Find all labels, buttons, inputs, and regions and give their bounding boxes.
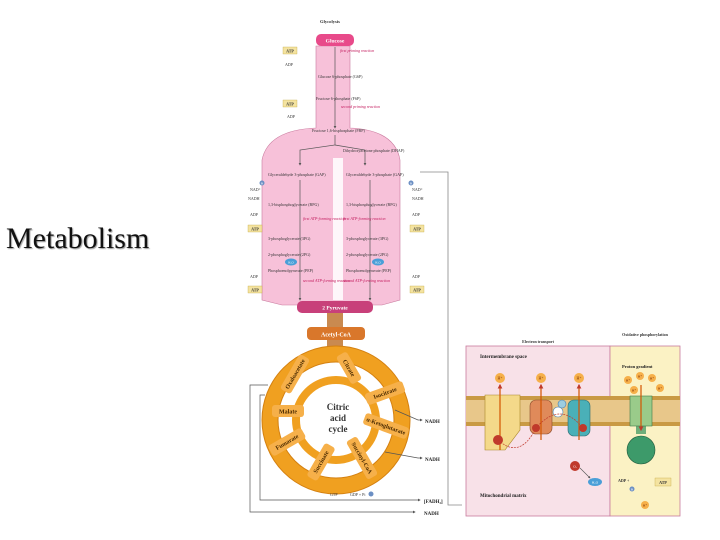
- nad-right: NAD⁺: [412, 187, 423, 192]
- glycolysis-divider: [333, 158, 343, 300]
- glycolysis-header: Glycolysis: [320, 19, 340, 24]
- nadh-cycle-2: NADH: [425, 458, 440, 463]
- adp-left-3: ADP: [250, 212, 259, 217]
- h-gradient-2: H⁺: [638, 375, 643, 379]
- pi-synthase-label: Pi: [631, 488, 634, 492]
- bpg-left-label: 1,3-bisphosphoglycerate (BPG): [268, 202, 319, 208]
- h2o-etc-label: H₂O: [592, 481, 599, 485]
- atp-right-3: ATP: [413, 227, 421, 232]
- oxidative-phosphorylation: Electron transport Oxidative phosphoryla…: [465, 332, 681, 517]
- citric-acid-cycle: Acetyl-CoA Oxaloacetate Citrate Isocitra…: [249, 313, 443, 517]
- nad-left: NAD⁺: [250, 187, 261, 192]
- atp-badge-1: [282, 46, 298, 55]
- nadh-connector: [420, 171, 462, 506]
- first-atp-note-right: first ATP-forming reaction: [343, 216, 386, 221]
- malate-label: Malate: [279, 410, 297, 416]
- bpg-right-label: 1,3-bisphosphoglycerate (BPG): [346, 202, 397, 208]
- pg2-right-label: 2-phosphoglycerate (2PG): [346, 252, 389, 257]
- atp-label-1: ATP: [286, 49, 294, 54]
- complex-i: [484, 394, 521, 451]
- pg3-left-label: 3-phosphoglycerate (3PG): [268, 236, 311, 241]
- nadh-right: NADH: [412, 196, 424, 201]
- slide-title: Metabolism: [6, 222, 150, 255]
- atp-synthase-label: ATP: [659, 480, 667, 485]
- nadh-bottom-label: NADH: [424, 512, 439, 517]
- atp-synthase: [626, 435, 656, 465]
- h-gradient-1: H⁺: [626, 379, 631, 383]
- h-gradient-5: H⁺: [658, 387, 663, 391]
- intermembrane-label: Intermembrane space: [480, 355, 528, 360]
- adp-right-4: ADP: [412, 274, 421, 279]
- dhap-label: Dihydroxyacetone phosphate (DHAP): [343, 148, 405, 153]
- fadh2-label: [FADH₂]: [424, 500, 443, 505]
- gtp-label: GTP: [330, 492, 338, 497]
- adp-label-1: ADP: [285, 62, 294, 67]
- pep-left-label: Phosphoenolpyruvate (PEP): [268, 268, 314, 273]
- atp-label-2: ATP: [286, 102, 294, 107]
- cycle-ring: [262, 346, 410, 494]
- second-atp-note-right: second ATP-forming reaction: [343, 278, 390, 283]
- pyruvate-label: 2 Pyruvate: [322, 306, 348, 312]
- h-badge-2: H⁺: [539, 376, 544, 381]
- pi-left: Pi: [261, 182, 264, 186]
- acetyl-coa-box: [307, 327, 365, 340]
- adp-left-4: ADP: [250, 274, 259, 279]
- oxphos-heading: Oxidative phosphorylation: [622, 332, 668, 337]
- cycle-center-2: acid: [330, 413, 346, 423]
- h2o-left: H₂O: [288, 261, 294, 265]
- adp-synthase-label: ADP +: [618, 478, 630, 483]
- atp-left-4: ATP: [251, 288, 259, 293]
- glucose-label: Glucose: [326, 39, 345, 45]
- second-priming-note: second priming reaction: [341, 104, 380, 109]
- nadh-left: NADH: [248, 196, 260, 201]
- atp-badge-2: [282, 99, 298, 108]
- pi-right: Pi: [410, 182, 413, 186]
- pg3-right-label: 3-phosphoglycerate (3PG): [346, 236, 389, 241]
- gap-right-label: Glyceraldehyde 3-phosphate (GAP): [346, 172, 404, 177]
- nadh-cycle-1: NADH: [425, 420, 440, 425]
- electron-transport-heading: Electron transport: [522, 339, 554, 344]
- atp-left-3: ATP: [251, 227, 259, 232]
- proton-gradient-label: Proton gradient: [622, 364, 653, 369]
- atp-right-4: ATP: [413, 288, 421, 293]
- cycle-center-1: Citric: [327, 402, 350, 412]
- glycolysis-pathway: Glycolysis Glucose ATP ADP first priming…: [247, 19, 425, 313]
- adp-right-3: ADP: [412, 212, 421, 217]
- pyruvate-box: [297, 301, 373, 313]
- h-badge-3: H⁺: [577, 376, 582, 381]
- gdp-label: GDP + Pi: [350, 492, 366, 497]
- acetyl-coa-label: Acetyl-CoA: [321, 333, 352, 339]
- f6p-label: Fructose 6-phosphate (F6P): [316, 96, 361, 101]
- glucose-box: [316, 34, 354, 46]
- adp-label-2: ADP: [287, 114, 296, 119]
- h-gradient-3: H⁺: [650, 377, 655, 381]
- first-atp-note-left: first ATP-forming reaction: [303, 216, 346, 221]
- fbp-label: Fructose 1,6-bisphosphate (FBP): [312, 128, 365, 134]
- cycle-center-3: cycle: [329, 424, 348, 434]
- g6p-label: Glucose 6-phosphate (G6P): [318, 74, 363, 79]
- pyruvate-to-acetyl-stem: [327, 313, 343, 328]
- second-atp-note-left: second ATP-forming reaction: [303, 278, 350, 283]
- h-gradient-4: H⁺: [632, 389, 637, 393]
- matrix-label: Mitochondrial matrix: [480, 494, 527, 499]
- o2-label: O₂: [573, 465, 578, 469]
- pep-right-label: Phosphoenolpyruvate (PEP): [346, 268, 392, 273]
- h-badge-1: H⁺: [498, 376, 503, 381]
- pg2-left-label: 2-phosphoglycerate (2PG): [268, 252, 311, 257]
- glycolysis-background: [261, 45, 401, 306]
- h2o-right: H₂O: [375, 261, 381, 265]
- first-priming-note: first priming reaction: [340, 48, 374, 53]
- h-matrix-label: H⁺: [643, 504, 648, 508]
- gap-left-label: Glyceraldehyde 3-phosphate (GAP): [268, 172, 326, 177]
